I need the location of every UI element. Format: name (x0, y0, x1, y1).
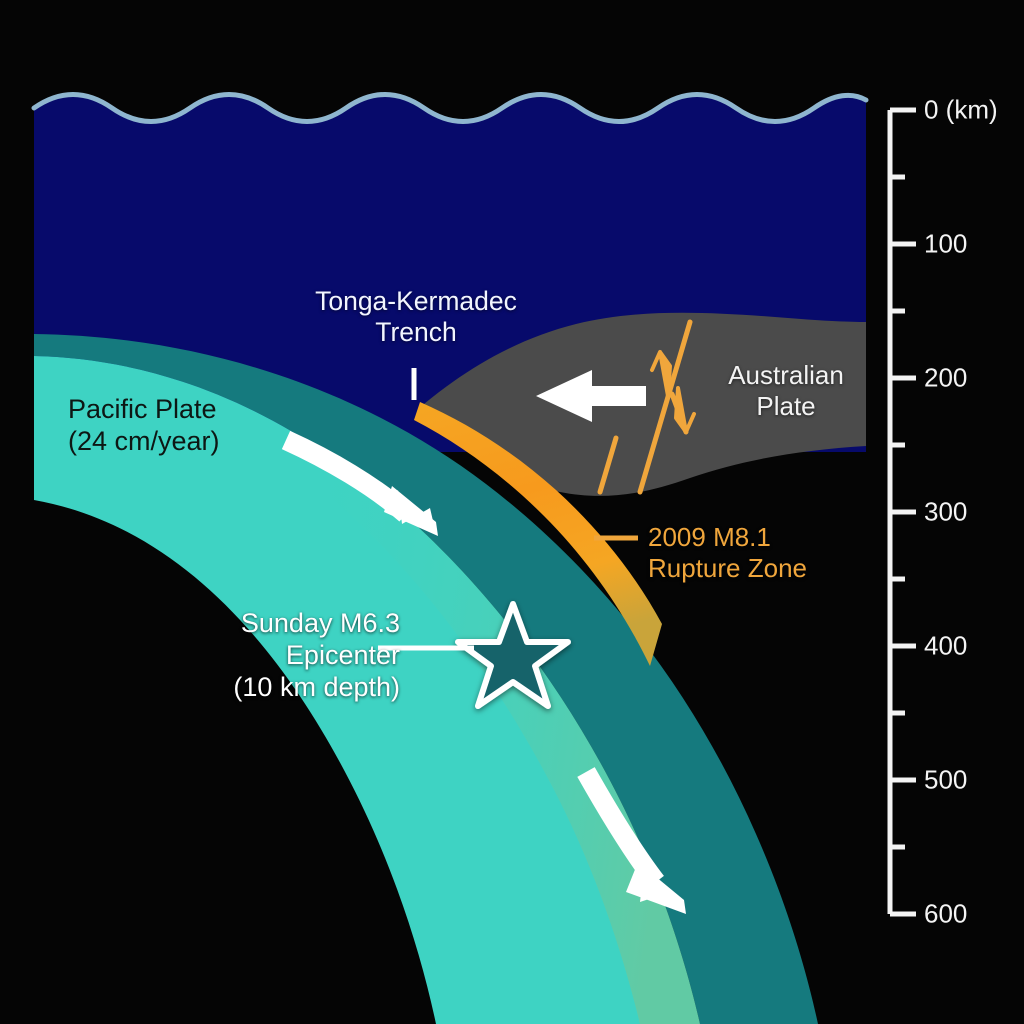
fault-line-major (637, 319, 693, 495)
label-epicenter: Sunday M6.3 Epicenter (10 km depth) (233, 608, 400, 702)
leader-lines-group (378, 368, 638, 651)
axis-label-600: 600 (924, 898, 968, 929)
fault-arrow-down (674, 386, 696, 434)
pacific-plate-slab (34, 334, 818, 1024)
label-australian-plate: Australian Plate (728, 360, 844, 421)
label-rupture-zone: 2009 M8.1 Rupture Zone (648, 522, 807, 583)
depth-axis (887, 107, 916, 917)
star-shape (455, 601, 571, 709)
arrow-australian-westward (536, 370, 646, 422)
axis-label-200: 200 (924, 362, 968, 393)
fault-line-minor (597, 435, 619, 495)
axis-label-0: 0 (km) (924, 94, 998, 125)
rupture-zone-band (414, 402, 662, 666)
axis-label-100: 100 (924, 228, 968, 259)
slab-interface-glow (296, 456, 700, 1024)
axis-label-400: 400 (924, 630, 968, 661)
arrow-slab-descent (577, 767, 686, 914)
motion-arrows-group (281, 370, 686, 914)
label-pacific-plate: Pacific Plate (24 cm/year) (68, 394, 220, 456)
axis-label-300: 300 (924, 496, 968, 527)
slab-crust-band (34, 334, 818, 1024)
fault-arrow-up (650, 350, 672, 398)
axis-ticks-group (890, 107, 916, 917)
ocean-surface-line (31, 92, 869, 124)
axis-label-500: 500 (924, 764, 968, 795)
rupture-band-path (414, 402, 662, 666)
label-trench: Tonga-Kermadec Trench (315, 286, 517, 348)
arrow-pacific-subduction (281, 430, 438, 536)
epicenter-star-marker[interactable] (455, 601, 571, 709)
slab-body (34, 356, 700, 1024)
